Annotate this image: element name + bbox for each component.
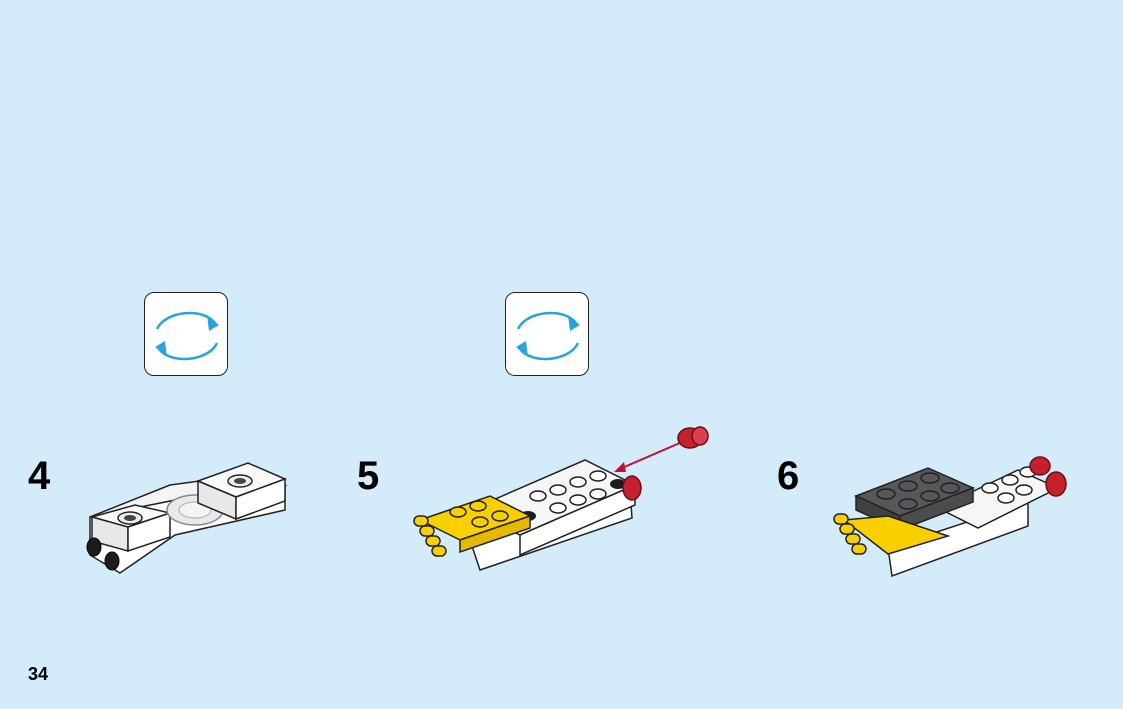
step-4-model xyxy=(86,462,288,574)
page-number: 34 xyxy=(28,664,49,684)
step-5-model xyxy=(413,426,709,571)
rotate-callout-2 xyxy=(505,292,589,376)
rotate-model-icon xyxy=(155,311,219,361)
step-number-6: 6 xyxy=(777,454,800,498)
rotate-model-icon xyxy=(516,311,580,361)
step-6-model xyxy=(833,456,1067,578)
rotate-callout-1 xyxy=(144,292,228,376)
step-number-4: 4 xyxy=(28,454,51,498)
step-number-5: 5 xyxy=(357,454,380,498)
